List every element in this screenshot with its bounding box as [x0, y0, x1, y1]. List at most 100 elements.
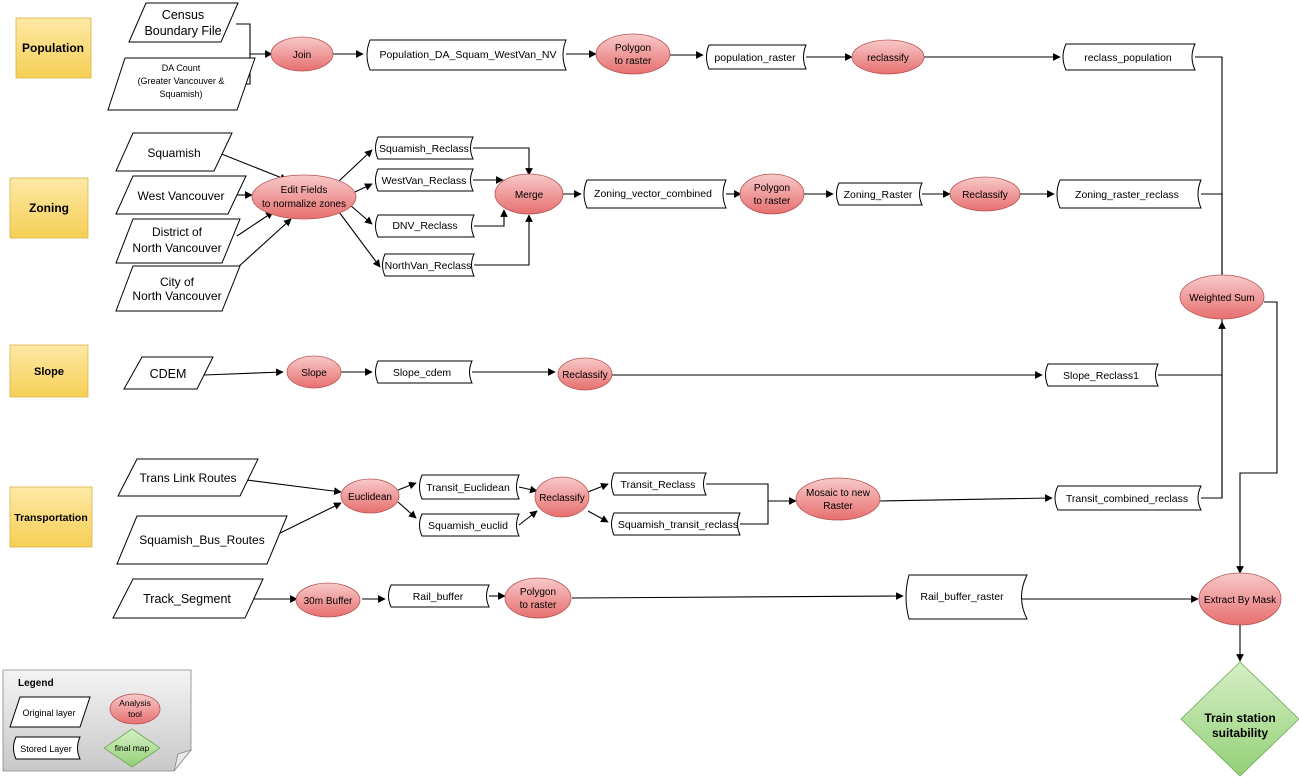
stored-reclass-population-label: reclass_population: [1084, 52, 1172, 64]
stored-rail-buffer-label: Rail_buffer: [413, 591, 464, 603]
tool-mosaic-to-new-raster: Mosaic to new Raster: [795, 477, 881, 521]
tool-edit-fields-line2: to normalize zones: [262, 199, 346, 210]
tool-30m-buffer: 30m Buffer: [295, 582, 361, 618]
stored-reclass-population: reclass_population: [1062, 43, 1196, 71]
stored-zoning-vector-label: Zoning_vector_combined: [594, 188, 712, 200]
tool-mosaic-line1: Mosaic to new: [806, 488, 871, 499]
legend-analysis-tool-line2: tool: [128, 709, 142, 719]
tool-reclassify-slope: Reclassify: [557, 357, 613, 391]
tool-euclidean-label: Euclidean: [348, 492, 392, 503]
stored-population-raster: population_raster: [706, 44, 807, 70]
tool-polygon-raster-rail-line1: Polygon: [520, 587, 556, 598]
layer-squamish-label: Squamish: [147, 146, 200, 160]
stored-slope-reclass1: Slope_Reclass1: [1045, 363, 1159, 387]
category-transportation-label: Transportation: [14, 512, 88, 524]
stored-squamish-reclass-label: Squamish_Reclass: [379, 143, 469, 155]
category-population: Population: [15, 17, 92, 79]
stored-zoning-raster: Zoning_Raster: [836, 182, 923, 206]
tool-polygon-raster-zon-line2: to raster: [754, 196, 791, 207]
tool-extract-by-mask-label: Extract By Mask: [1204, 595, 1277, 606]
final-map-line2: suitability: [1212, 726, 1268, 740]
layer-da-count-line1: DA Count: [162, 63, 201, 73]
tool-edit-fields: Edit Fields to normalize zones: [251, 174, 357, 220]
stored-squamish-transit-reclass: Squamish_transit_reclass: [611, 512, 741, 536]
tool-polygon-raster-rail-line2: to raster: [520, 600, 557, 611]
tool-slope: Slope: [286, 355, 342, 389]
legend-stored-layer: Stored Layer: [13, 736, 81, 760]
stored-population-da: Population_DA_Squam_WestVan_NV: [366, 39, 567, 71]
category-zoning-label: Zoning: [29, 201, 69, 215]
tool-join: Join: [270, 36, 334, 72]
stored-squamish-euclid-label: Squamish_euclid: [428, 520, 508, 532]
stored-transit-combined-label: Transit_combined_reclass: [1066, 493, 1188, 505]
final-map-train-station-suitability: Train station suitability: [1180, 661, 1299, 777]
tool-reclassify-zoning: Reclassify: [949, 176, 1021, 212]
tool-edit-fields-line1: Edit Fields: [281, 185, 328, 196]
stored-squamish-reclass: Squamish_Reclass: [375, 136, 474, 160]
category-transportation: Transportation: [9, 486, 93, 548]
tool-reclassify-slope-label: Reclassify: [562, 370, 608, 381]
legend-final-map-label: final map: [115, 743, 150, 753]
stored-rail-buffer-raster-label: Rail_buffer_raster: [920, 591, 1004, 603]
stored-transit-reclass-label: Transit_Reclass: [621, 479, 696, 491]
stored-population-raster-label: population_raster: [714, 52, 796, 64]
layer-squamish-bus-routes: Squamish_Bus_Routes: [116, 515, 288, 565]
category-slope: Slope: [9, 344, 89, 398]
tool-polygon-raster-pop-line1: Polygon: [615, 43, 651, 54]
category-slope-label: Slope: [34, 366, 64, 378]
layer-census-boundary-line2: Boundary File: [144, 24, 221, 38]
stored-dnv-reclass-label: DNV_Reclass: [392, 220, 457, 232]
layer-west-vancouver-label: West Vancouver: [138, 189, 225, 203]
layer-city-north-vancouver: City of North Vancouver: [115, 265, 241, 312]
layer-district-north-vancouver: District of North Vancouver: [115, 218, 241, 264]
stored-rail-buffer-raster: Rail_buffer_raster: [905, 574, 1028, 620]
tool-reclassify-trans-label: Reclassify: [539, 493, 585, 504]
legend-original-layer-label: Original layer: [22, 708, 75, 718]
tool-reclassify-pop-label: reclassify: [867, 53, 909, 64]
stored-zoning-raster-label: Zoning_Raster: [844, 189, 913, 201]
stored-zoning-raster-reclass: Zoning_raster_reclass: [1056, 179, 1202, 209]
layer-squamish-bus-label: Squamish_Bus_Routes: [139, 533, 264, 547]
tool-polygon-raster-zon-line1: Polygon: [754, 183, 790, 194]
layer-cdem-label: CDEM: [150, 367, 187, 381]
stored-transit-euclidean: Transit_Euclidean: [419, 474, 520, 500]
tool-weighted-sum-label: Weighted Sum: [1189, 293, 1254, 304]
tool-polygon-raster-pop-line2: to raster: [615, 56, 652, 67]
legend-original-layer: Original layer: [9, 696, 91, 728]
tool-slope-label: Slope: [301, 368, 327, 379]
stored-northvan-reclass: NorthVan_Reclass: [382, 253, 475, 277]
tool-mosaic-line2: Raster: [823, 501, 853, 512]
stored-transit-euclidean-label: Transit_Euclidean: [426, 482, 510, 494]
stored-squamish-transit-reclass-label: Squamish_transit_reclass: [618, 519, 738, 531]
tool-weighted-sum: Weighted Sum: [1179, 274, 1265, 320]
tool-merge-label: Merge: [515, 190, 544, 201]
stored-squamish-euclid: Squamish_euclid: [419, 513, 520, 537]
stored-zoning-vector-combined: Zoning_vector_combined: [583, 179, 727, 209]
tool-polygon-to-raster-rail: Polygon to raster: [504, 577, 572, 619]
tool-merge: Merge: [494, 173, 564, 215]
tool-reclassify-transportation: Reclassify: [534, 476, 590, 518]
final-map-line1: Train station: [1204, 711, 1275, 725]
tool-euclidean: Euclidean: [340, 478, 400, 514]
stored-population-da-label: Population_DA_Squam_WestVan_NV: [379, 49, 556, 61]
tool-extract-by-mask: Extract By Mask: [1198, 572, 1282, 626]
layer-census-boundary: Census Boundary File: [128, 2, 239, 43]
stored-rail-buffer: Rail_buffer: [388, 584, 490, 608]
tool-reclassify-zon-label: Reclassify: [962, 190, 1008, 201]
tool-join-label: Join: [293, 50, 311, 61]
tool-polygon-to-raster-zoning: Polygon to raster: [739, 173, 805, 215]
stored-transit-reclass: Transit_Reclass: [611, 472, 707, 496]
category-zoning: Zoning: [9, 177, 89, 239]
stored-slope-reclass1-label: Slope_Reclass1: [1063, 370, 1139, 382]
legend-final-map: final map: [103, 728, 161, 768]
tool-30m-buffer-label: 30m Buffer: [304, 596, 353, 607]
layer-track-segment: Track_Segment: [112, 578, 264, 619]
tool-reclassify-population: reclassify: [851, 39, 925, 75]
layer-da-count-line3: Squamish): [159, 89, 202, 99]
legend-title: Legend: [18, 678, 54, 689]
legend-analysis-tool-line1: Analysis: [119, 698, 151, 708]
layer-city-nv-line2: North Vancouver: [132, 289, 221, 303]
layer-da-count: DA Count (Greater Vancouver & Squamish): [107, 57, 256, 111]
layer-track-segment-label: Track_Segment: [143, 592, 231, 606]
